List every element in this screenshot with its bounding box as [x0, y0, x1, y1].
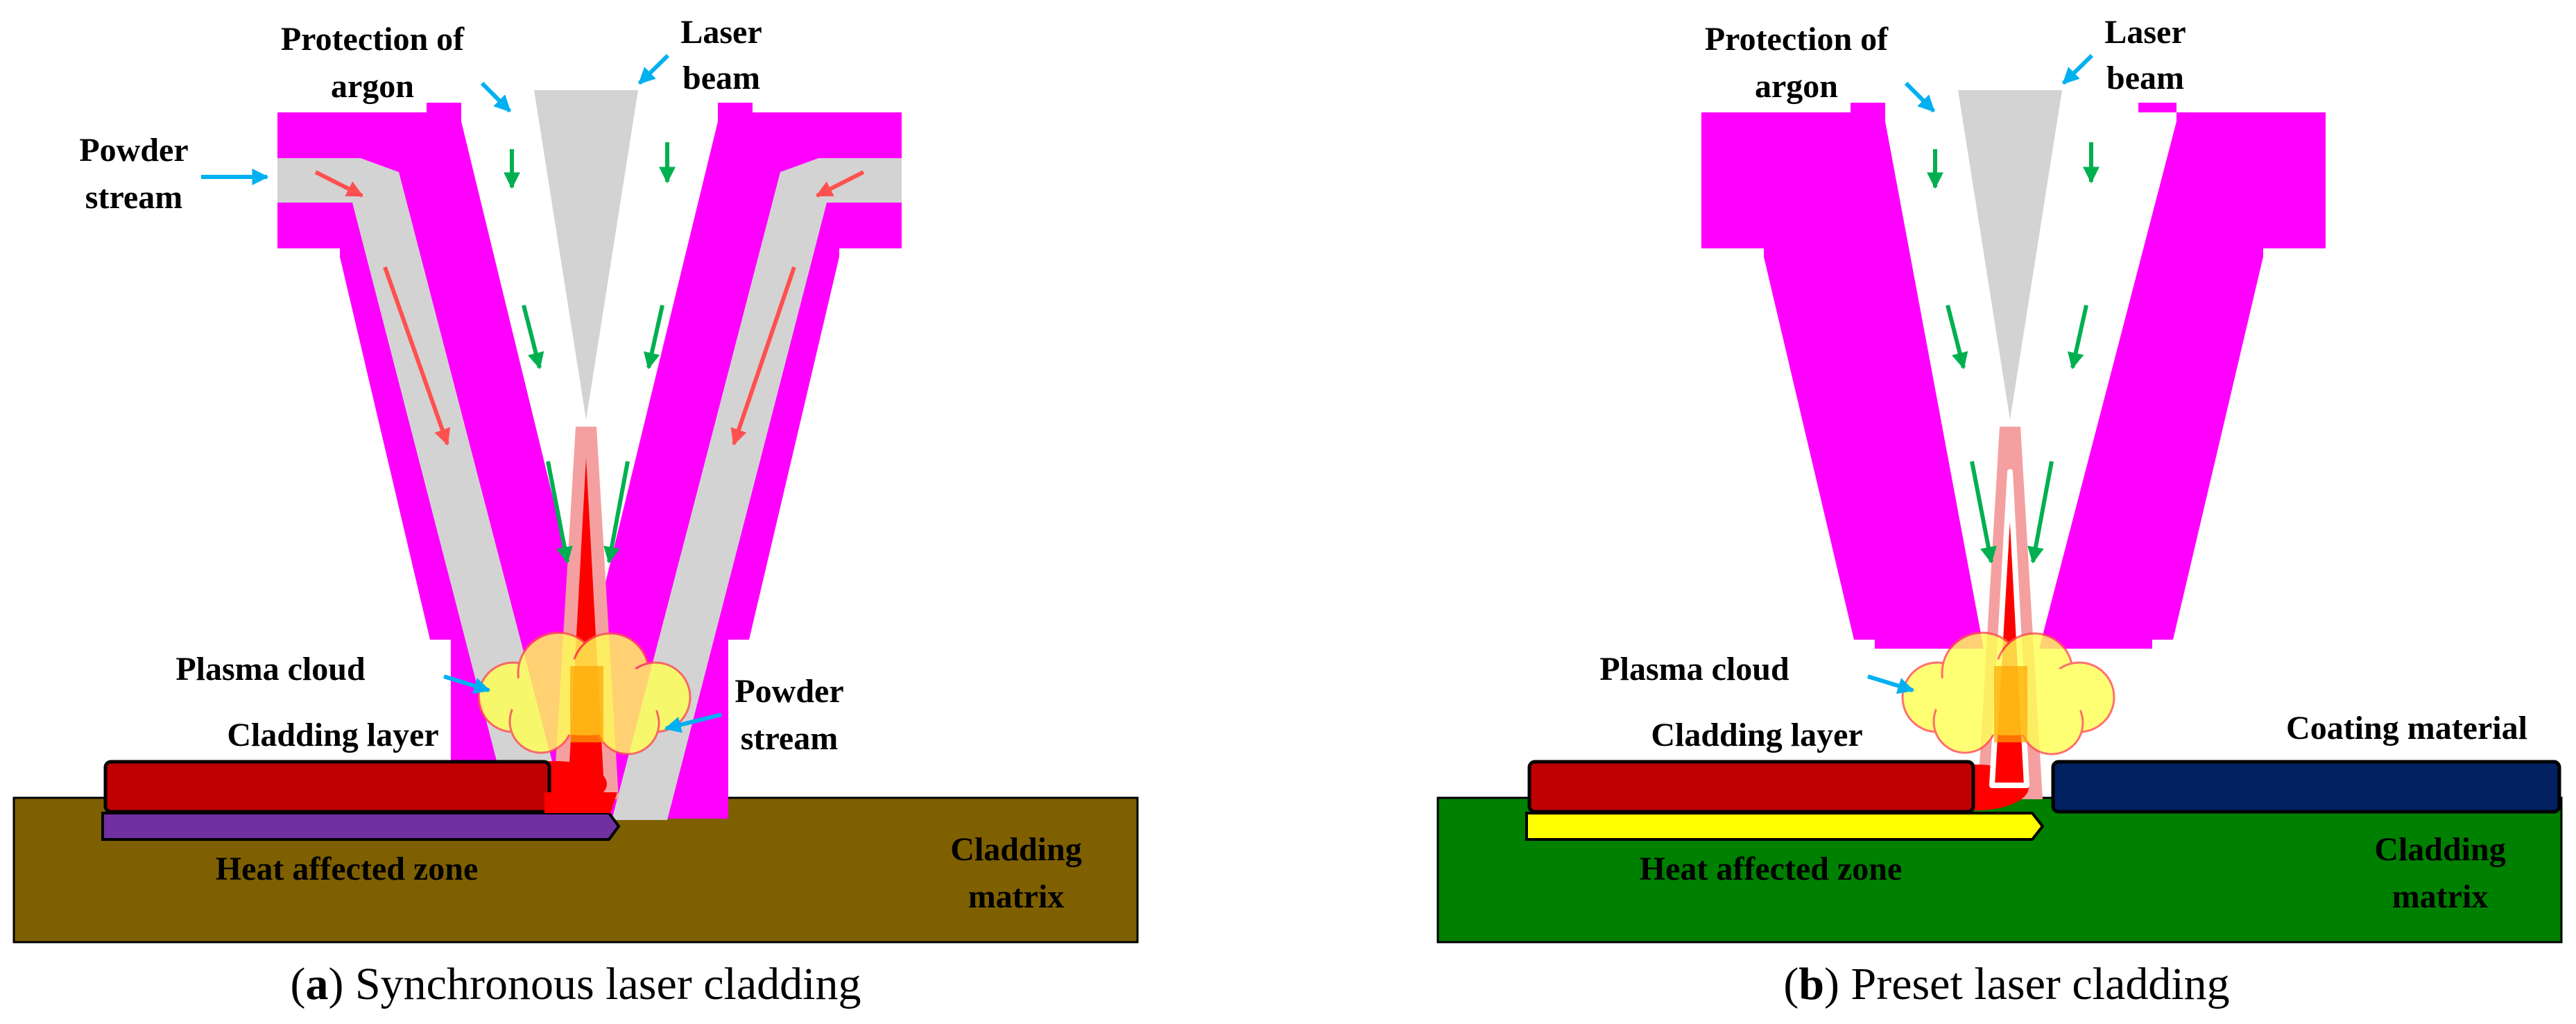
label-cladding-layer: Cladding layer: [227, 717, 438, 753]
label-cladding-layer: Cladding layer: [1651, 717, 1862, 753]
label-heat-affected-zone: Heat affected zone: [216, 851, 479, 887]
caption-a: (a) Synchronous laser cladding: [291, 959, 861, 1009]
label-laser-beam: Laser: [2104, 14, 2186, 51]
cladding-layer-b: [1527, 760, 1975, 814]
coating-material-b: [2051, 760, 2561, 814]
gas-arrow: [546, 461, 573, 564]
label-plasma-cloud: Plasma cloud: [175, 651, 366, 688]
laser-beam-b: [1958, 90, 2062, 420]
label-coating-material: Coating material: [2286, 710, 2527, 746]
gas-arrow: [1970, 461, 1997, 564]
gas-arrow: [2027, 461, 2054, 564]
pointer-arrow: [637, 53, 670, 85]
cladding-layer-a: [103, 760, 551, 814]
gas-arrow: [643, 305, 664, 370]
label-protection-of-argon: argon: [1755, 68, 1838, 105]
label-powder-stream: stream: [85, 179, 182, 216]
label-powder-stream: stream: [741, 720, 838, 757]
powder-arrow: [383, 266, 451, 446]
powder-channel-right-a: [612, 158, 902, 820]
label-heat-affected-zone: Heat affected zone: [1640, 851, 1903, 887]
pointer-arrow: [664, 712, 722, 733]
panel-a: Protection of argon Laser beam Powder st…: [12, 14, 1139, 1009]
pool-tip-a: [544, 792, 617, 813]
label-protection-of-argon: Protection of: [1705, 21, 1889, 58]
label-laser-beam: beam: [682, 60, 760, 96]
powder-arrow: [815, 170, 865, 198]
nozzle-left-b: [1701, 103, 1984, 649]
label-powder-stream: Powder: [735, 673, 843, 710]
plasma-core-b: [1994, 666, 2027, 742]
powder-arrow: [314, 170, 364, 198]
gas-arrow: [2067, 305, 2088, 370]
label-protection-of-argon: Protection of: [281, 21, 465, 58]
heat-affected-zone-b: [1525, 812, 2045, 841]
label-laser-beam: Laser: [680, 14, 762, 51]
label-protection-of-argon: argon: [331, 68, 414, 105]
plasma-cloud-b: [1901, 631, 2115, 756]
label-cladding-matrix: Cladding: [2374, 831, 2505, 868]
label-cladding-matrix: Cladding: [950, 831, 1081, 868]
laser-beam-a: [534, 90, 638, 420]
label-plasma-cloud: Plasma cloud: [1599, 651, 1789, 688]
nozzle-right-b: [2039, 103, 2326, 649]
pointer-arrow: [2061, 53, 2094, 85]
label-laser-beam: beam: [2106, 60, 2184, 96]
gas-arrow: [603, 461, 630, 564]
plasma-core-a: [570, 666, 603, 742]
pointer-arrow: [1904, 81, 1936, 113]
panel-b: Protection of argon Laser beam Plasma cl…: [1436, 14, 2563, 1009]
powder-arrow: [730, 266, 796, 446]
caption-b: (b) Preset laser cladding: [1783, 959, 2229, 1009]
heat-affected-zone-a: [101, 812, 621, 841]
powder-channel-left-a: [277, 158, 567, 820]
pointer-arrow: [480, 81, 512, 113]
pointer-arrow: [1867, 674, 1915, 694]
gas-arrow: [522, 305, 544, 370]
label-cladding-matrix: matrix: [2392, 878, 2489, 915]
gas-arrow: [1946, 305, 1968, 370]
label-powder-stream: Powder: [79, 132, 188, 169]
label-cladding-matrix: matrix: [968, 878, 1065, 915]
pointer-arrow: [443, 674, 491, 694]
